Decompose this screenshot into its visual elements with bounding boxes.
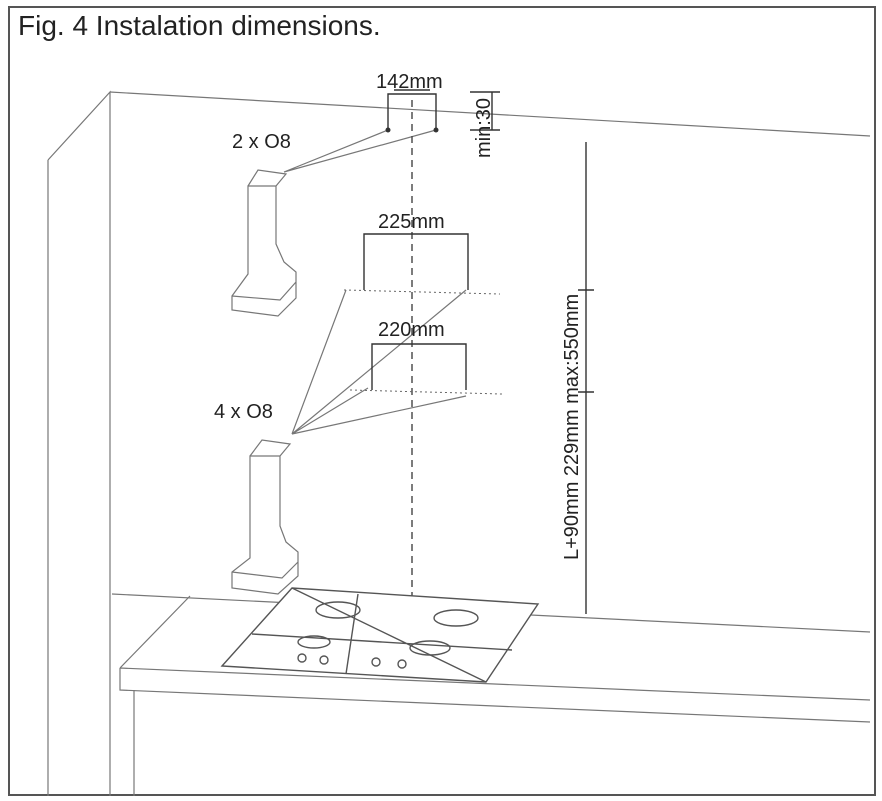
worktop [119, 595, 871, 723]
plane-lower [349, 389, 503, 395]
hood-lower [231, 439, 299, 595]
dim-142-bracket [387, 93, 437, 130]
leader-top-screws [283, 129, 437, 173]
label-height-range: L+90mm 229mm max:550mm [561, 294, 583, 560]
plane-upper [343, 289, 501, 295]
label-220mm: 220mm [378, 319, 445, 341]
wall-edge-left [47, 90, 111, 796]
screw-hole-2 [433, 127, 439, 133]
burner-2 [433, 609, 479, 627]
burner-1 [315, 601, 361, 619]
label-top-screws: 2 x O8 [232, 131, 291, 153]
dim-225-bracket [363, 233, 469, 290]
hob-knob-3 [371, 657, 381, 667]
label-low-screws: 4 x O8 [214, 401, 273, 423]
dim-height-ticks [578, 289, 594, 393]
hob-knob-4 [397, 659, 407, 669]
dim-min30 [470, 91, 500, 131]
label-225mm: 225mm [378, 211, 445, 233]
burner-4 [409, 640, 451, 656]
figure-title: Fig. 4 Instalation dimensions. [18, 10, 381, 41]
leader-low-screws [291, 289, 467, 435]
screw-hole-1 [385, 127, 391, 133]
burner-3 [297, 635, 331, 649]
dim-220-bracket [371, 343, 467, 390]
label-min30: min:30 [473, 98, 495, 158]
label-142mm: 142mm [376, 71, 443, 93]
wall-top-edge [109, 91, 871, 137]
hob-knob-2 [319, 655, 329, 665]
hood-upper [231, 169, 297, 317]
hob-knob-1 [297, 653, 307, 663]
